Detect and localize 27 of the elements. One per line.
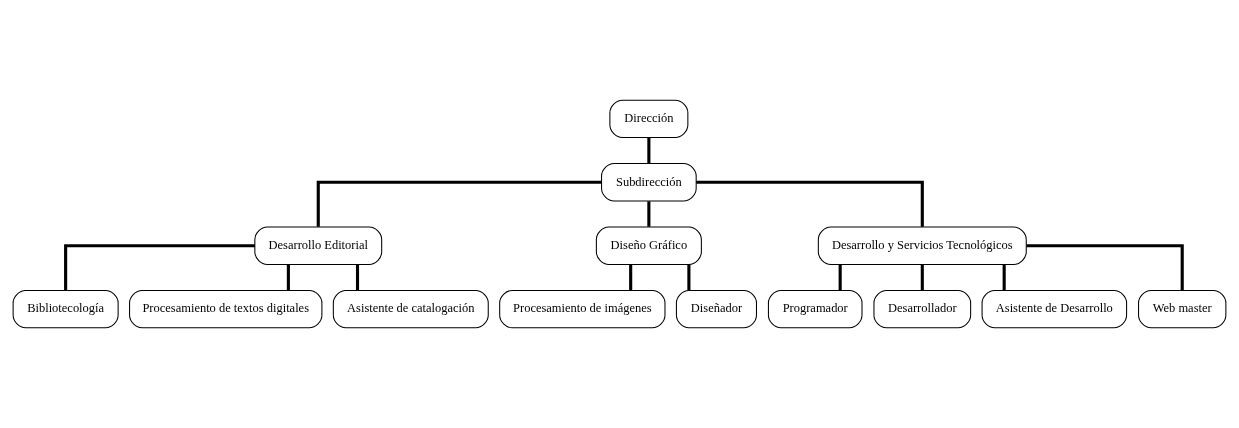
- node-box: Bibliotecología: [12, 289, 119, 329]
- connector: [316, 180, 602, 227]
- connector: [629, 264, 633, 291]
- node-box: Diseño Gráfico: [595, 226, 702, 265]
- node-box: Procesamiento de textos digitales: [129, 289, 323, 329]
- node-box: Subdirección: [601, 163, 697, 202]
- connector: [647, 137, 651, 164]
- connector: [355, 264, 360, 291]
- connector: [687, 264, 691, 291]
- connector: [64, 244, 255, 291]
- connector: [1002, 264, 1006, 291]
- node-box: Programador: [767, 289, 863, 329]
- connector: [286, 264, 290, 291]
- connector: [920, 264, 924, 291]
- connector: [647, 201, 651, 227]
- node-box: Desarrollo y Servicios Tecnológicos: [817, 226, 1027, 265]
- node-box: Desarrollador: [873, 289, 972, 329]
- node-box: Diseñador: [675, 289, 757, 329]
- connector: [1026, 244, 1184, 291]
- connector: [838, 264, 842, 291]
- connector: [696, 180, 924, 227]
- node-box: Procesamiento de imágenes: [499, 289, 666, 329]
- node-box: Web master: [1138, 289, 1227, 329]
- node-box: Dirección: [609, 99, 689, 139]
- node-box: Asistente de Desarrollo: [981, 289, 1128, 329]
- node-box: Desarrollo Editorial: [254, 226, 383, 265]
- node-box: Asistente de catalogación: [332, 289, 489, 329]
